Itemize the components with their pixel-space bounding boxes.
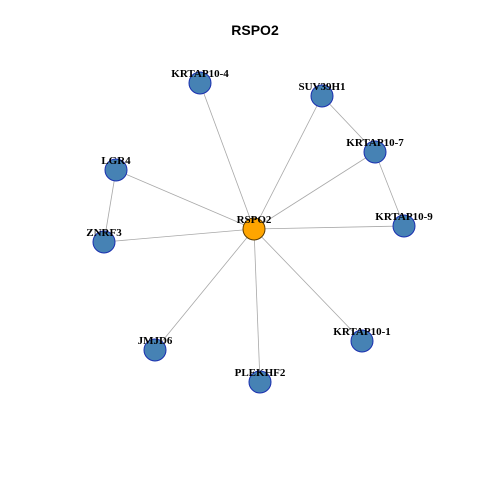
node-circle-lgr4 xyxy=(104,158,128,182)
edge-rspo2-krtap10-4 xyxy=(199,82,255,230)
node-label-plekhf2: PLEKHF2 xyxy=(235,367,286,379)
node-krtap10-4: KRTAP10-4 xyxy=(171,68,229,95)
edge-lgr4-znrf3 xyxy=(103,169,117,243)
node-label-krtap10-9: KRTAP10-9 xyxy=(375,211,433,223)
node-plekhf2: PLEKHF2 xyxy=(235,367,286,394)
edge-krtap10-7-krtap10-9 xyxy=(374,151,405,227)
diagram-title: RSPO2 xyxy=(231,22,279,38)
edge-rspo2-znrf3 xyxy=(103,228,255,243)
node-circle-krtap10-7 xyxy=(363,140,387,164)
node-circle-jmjd6 xyxy=(143,338,167,362)
node-rspo2: RSPO2 xyxy=(237,214,272,241)
edges-layer xyxy=(103,82,405,383)
edge-rspo2-lgr4 xyxy=(115,169,255,230)
node-lgr4: LGR4 xyxy=(101,155,131,182)
edge-rspo2-plekhf2 xyxy=(253,228,261,383)
edge-rspo2-krtap10-1 xyxy=(253,228,363,342)
node-circle-rspo2 xyxy=(242,217,266,241)
node-circle-krtap10-9 xyxy=(392,214,416,238)
node-circle-znrf3 xyxy=(92,230,116,254)
node-label-suv39h1: SUV39H1 xyxy=(298,81,345,93)
node-suv39h1: SUV39H1 xyxy=(298,81,346,108)
edge-suv39h1-krtap10-7 xyxy=(321,95,376,153)
node-label-krtap10-1: KRTAP10-1 xyxy=(333,326,390,338)
node-znrf3: ZNRF3 xyxy=(86,227,122,254)
edge-rspo2-krtap10-9 xyxy=(253,225,405,230)
edge-rspo2-jmjd6 xyxy=(154,228,255,351)
node-label-jmjd6: JMJD6 xyxy=(138,335,173,347)
node-krtap10-7: KRTAP10-7 xyxy=(346,137,404,164)
edge-rspo2-krtap10-7 xyxy=(253,151,376,230)
node-krtap10-9: KRTAP10-9 xyxy=(375,211,433,238)
node-label-znrf3: ZNRF3 xyxy=(86,227,122,239)
node-circle-plekhf2 xyxy=(248,370,272,394)
node-label-krtap10-7: KRTAP10-7 xyxy=(346,137,404,149)
node-circle-krtap10-4 xyxy=(188,71,212,95)
node-label-rspo2: RSPO2 xyxy=(237,214,272,226)
nodes-layer: RSPO2 KRTAP10-4SUV39H1KRTAP10-7LGR4KRTAP1… xyxy=(86,68,433,394)
edge-rspo2-suv39h1 xyxy=(253,95,323,230)
node-circle-krtap10-1 xyxy=(350,329,374,353)
node-jmjd6: JMJD6 xyxy=(138,335,173,362)
node-label-lgr4: LGR4 xyxy=(101,155,131,167)
node-label-krtap10-4: KRTAP10-4 xyxy=(171,68,229,80)
node-krtap10-1: KRTAP10-1 xyxy=(333,326,391,353)
node-circle-suv39h1 xyxy=(310,84,334,108)
